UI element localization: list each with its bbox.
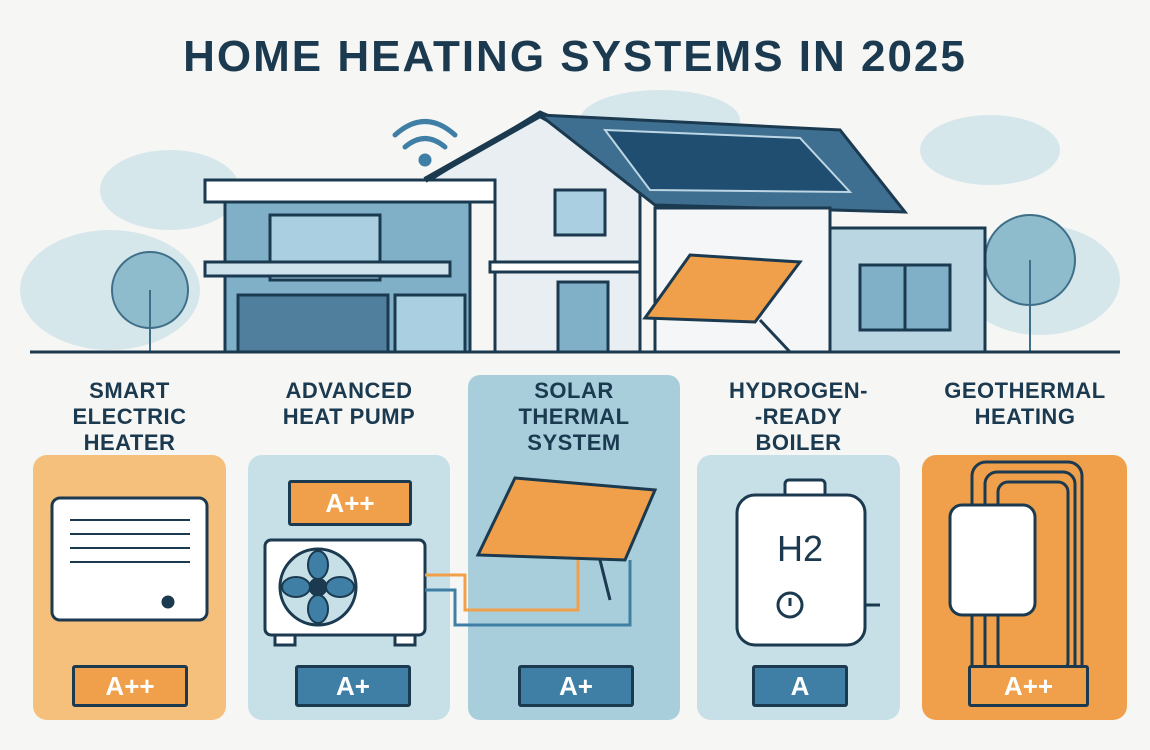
- rating-badge-hydrogen-ready-boiler: A: [752, 665, 848, 707]
- wifi-icon: [392, 119, 458, 167]
- page-title: HOME HEATING SYSTEMS IN 2025: [183, 32, 967, 81]
- label-line: HEATER: [83, 430, 176, 455]
- solar-panel-icon: [475, 476, 658, 601]
- label-line: SYSTEM: [527, 430, 621, 455]
- label-line: HEAT PUMP: [282, 404, 416, 429]
- house: [203, 110, 987, 354]
- label-geothermal-heating: GEOTHERMAL HEATING: [915, 378, 1135, 430]
- tree-icon: [111, 214, 1076, 352]
- heat-pump-icon: [263, 538, 427, 647]
- label-hydrogen-ready-boiler: HYDROGEN- -READY BOILER: [697, 378, 900, 456]
- rating-badge-advanced-heat-pump: A+: [295, 665, 411, 707]
- label-line: BOILER: [755, 430, 842, 455]
- electric-heater-icon: [50, 496, 209, 622]
- label-line: SMART: [89, 378, 170, 403]
- label-solar-thermal-system: SOLAR THERMAL SYSTEM: [468, 378, 680, 456]
- boiler-icon: [735, 478, 880, 647]
- rating-badge-solar-thermal-system: A+: [518, 665, 634, 707]
- label-line: HEATING: [974, 404, 1076, 429]
- pipes: [425, 555, 632, 627]
- h2-label: H2: [776, 528, 824, 569]
- label-advanced-heat-pump: ADVANCED HEAT PUMP: [240, 378, 458, 430]
- rating-badge-smart-electric-heater: A++: [72, 665, 188, 707]
- rating-badge-geothermal-heating: A++: [968, 665, 1089, 707]
- label-line: SOLAR: [534, 378, 614, 403]
- label-line: GEOTHERMAL: [944, 378, 1106, 403]
- label-smart-electric-heater: SMART ELECTRIC HEATER: [33, 378, 226, 456]
- label-line: ADVANCED: [285, 378, 413, 403]
- heat-pump-top-rating-badge: A++: [288, 480, 412, 526]
- label-line: ELECTRIC: [72, 404, 187, 429]
- label-line: HYDROGEN-: [729, 378, 868, 403]
- label-line: -READY: [754, 404, 843, 429]
- label-line: THERMAL: [518, 404, 630, 429]
